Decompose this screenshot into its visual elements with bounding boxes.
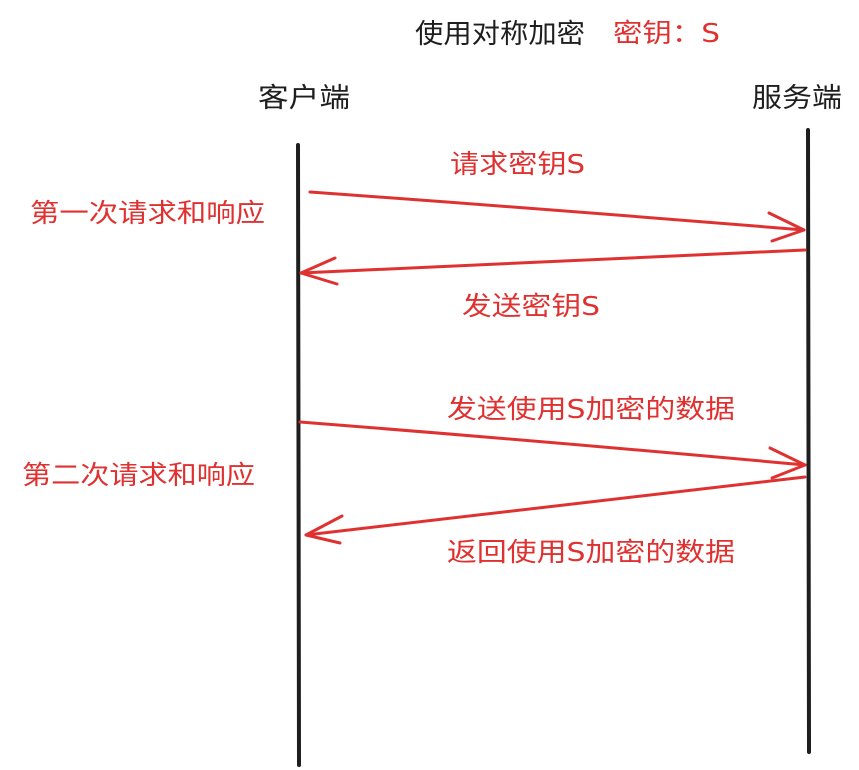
message-arrow-2-head xyxy=(299,256,339,286)
server-lifeline xyxy=(806,128,811,754)
message-arrow-4 xyxy=(304,475,807,545)
participant-server-label: 服务端 xyxy=(752,83,842,114)
message-label-4: 返回使用S加密的数据 xyxy=(447,538,735,568)
phase-label-1: 第一次请求和响应 xyxy=(30,199,265,229)
message-arrow-3-shaft xyxy=(298,420,807,467)
message-arrow-1-head xyxy=(767,211,806,243)
diagram-title: 使用对称加密 xyxy=(415,19,585,50)
message-arrow-4-head xyxy=(304,514,344,545)
message-label-2: 发送密钥S xyxy=(462,292,600,322)
message-arrow-3 xyxy=(298,420,807,480)
message-arrow-2 xyxy=(299,248,807,286)
message-label-3: 发送使用S加密的数据 xyxy=(447,395,735,425)
message-arrow-2-shaft xyxy=(299,248,807,275)
message-arrow-1-shaft xyxy=(308,190,806,232)
phase-label-2: 第二次请求和响应 xyxy=(22,461,255,491)
client-lifeline xyxy=(296,143,301,767)
message-arrow-4-shaft xyxy=(304,475,807,537)
message-label-1: 请求密钥S xyxy=(450,150,585,180)
key-label: 密钥：S xyxy=(613,19,720,49)
participant-client-label: 客户端 xyxy=(258,83,350,114)
message-arrow-3-head xyxy=(768,446,807,480)
message-arrow-1 xyxy=(308,190,806,243)
